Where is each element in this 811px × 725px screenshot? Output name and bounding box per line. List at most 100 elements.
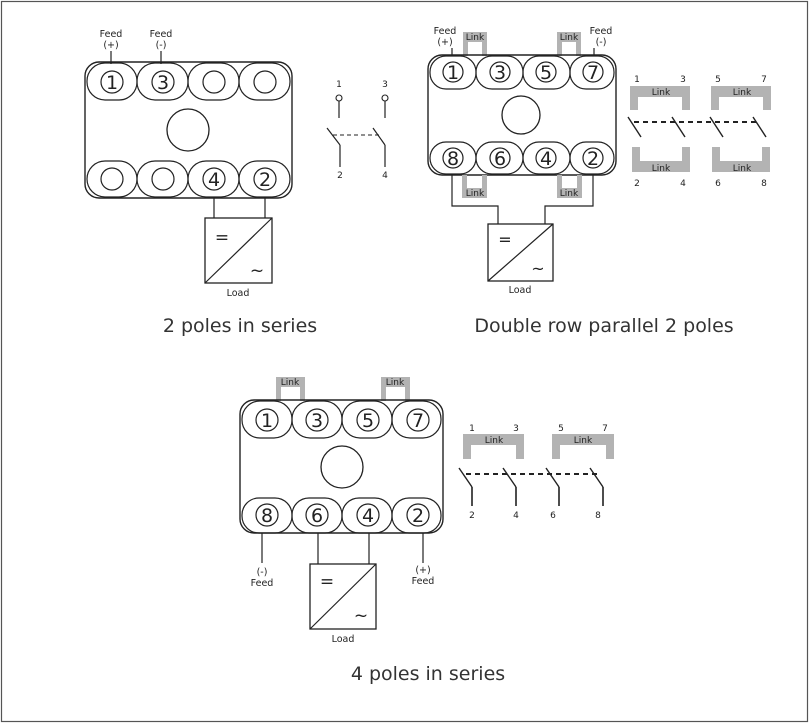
terminal-row-bottom: 8 6 4 2 xyxy=(241,497,442,534)
terminal-label: 4 xyxy=(540,148,552,170)
link-leg xyxy=(276,387,281,401)
feed-plus-label: Feed xyxy=(412,576,435,587)
load-dc-symbol: = xyxy=(320,572,334,592)
switch-schematic-series: 1 3 5 7 Link Link 2 4 6 8 xyxy=(458,424,614,521)
link-label: Link xyxy=(574,436,593,446)
link-leg xyxy=(482,175,487,188)
terminal-label: 2 xyxy=(587,148,599,170)
load-dc-symbol: = xyxy=(215,228,229,248)
link-label: Link xyxy=(466,189,485,199)
terminal-label: 4 xyxy=(208,169,220,191)
switch-blade xyxy=(627,116,642,138)
feed-plus-sign: (+) xyxy=(437,37,452,48)
link-top-right: Link xyxy=(381,377,410,401)
link-bar xyxy=(712,161,770,172)
terminal-slot xyxy=(391,400,442,439)
terminal-label: 1 xyxy=(106,72,118,94)
terminal-empty xyxy=(151,167,175,191)
switch-pin-label: 2 xyxy=(337,171,343,181)
terminal-row-bottom: 4 2 xyxy=(86,160,291,198)
switch-pin-label: 3 xyxy=(513,424,519,434)
switch-pin-label: 6 xyxy=(550,511,556,521)
terminal-slot xyxy=(86,160,138,198)
terminal-1 xyxy=(255,408,279,432)
link-leg xyxy=(682,97,690,110)
link-bar xyxy=(276,377,305,387)
terminal-slot xyxy=(136,160,189,198)
link-leg xyxy=(577,175,582,188)
terminal-label: 3 xyxy=(494,62,506,84)
link-leg xyxy=(300,387,305,401)
terminal-row-top: 1 3 5 7 xyxy=(429,55,615,90)
link-bar xyxy=(711,86,771,97)
switch-blade xyxy=(502,467,517,488)
link-bar xyxy=(381,377,410,387)
link-label: Link xyxy=(560,33,579,43)
switch-pin-label: 2 xyxy=(634,179,640,189)
terminal-label: 6 xyxy=(494,148,506,170)
terminal-7 xyxy=(406,408,430,432)
switch-schematic-parallel: 1 3 5 7 Link Link Link xyxy=(627,75,771,189)
relay-center-hole xyxy=(166,108,210,152)
terminal-label: 2 xyxy=(412,505,424,527)
switch-pin-label: 5 xyxy=(558,424,564,434)
switch-blade xyxy=(752,116,767,138)
feed-plus-sign: (+) xyxy=(415,565,430,576)
switch-pin-label: 1 xyxy=(469,424,475,434)
terminal-slot xyxy=(391,497,442,534)
load-ac-symbol: ~ xyxy=(531,259,544,278)
link-label: Link xyxy=(485,436,504,446)
link-top-left: Link xyxy=(463,32,487,56)
switch-blade xyxy=(326,127,341,146)
terminal-3 xyxy=(305,408,329,432)
relay-center-hole xyxy=(320,445,364,489)
terminal-label: 8 xyxy=(261,505,273,527)
link-bar xyxy=(630,86,690,97)
terminal-2 xyxy=(253,167,277,191)
link-top-right: Link xyxy=(557,32,581,56)
load-wire xyxy=(544,174,594,224)
terminal-7 xyxy=(582,61,604,83)
feed-minus-sign: (-) xyxy=(257,567,268,578)
terminal-label: 1 xyxy=(261,410,273,432)
terminal-label: 7 xyxy=(412,410,424,432)
terminal-empty xyxy=(100,167,124,191)
link-leg xyxy=(712,147,720,161)
switch-pin-label: 3 xyxy=(680,75,686,85)
link-leg xyxy=(463,445,471,459)
link-bar xyxy=(557,188,582,198)
terminal-label: 1 xyxy=(447,62,459,84)
diagram-double-row-parallel: Link Link Feed (+) Feed (-) 1 3 5 xyxy=(427,26,771,337)
switch-blade xyxy=(709,116,724,138)
terminal-label: 2 xyxy=(259,169,271,191)
caption-2-poles-series: 2 poles in series xyxy=(163,315,317,337)
link-leg xyxy=(762,147,770,161)
link-leg xyxy=(576,42,581,56)
terminal-slot xyxy=(238,62,291,101)
link-bar xyxy=(462,188,487,198)
switch-pin-label: 6 xyxy=(715,179,721,189)
terminal-1 xyxy=(100,70,124,94)
switch-pin-label: 4 xyxy=(513,511,519,521)
link-leg xyxy=(606,445,614,459)
load-diagonal xyxy=(309,563,377,630)
link-leg xyxy=(552,445,560,459)
switch-pin-label: 5 xyxy=(715,75,721,85)
switch-pin-label: 1 xyxy=(634,75,640,85)
terminal-label: 7 xyxy=(587,62,599,84)
switch-schematic: 1 3 2 4 xyxy=(326,80,389,181)
terminal-label: 5 xyxy=(540,62,552,84)
terminal-label: 6 xyxy=(311,505,323,527)
load-ac-symbol: ~ xyxy=(250,261,264,281)
link-label: Link xyxy=(652,88,671,98)
link-bar xyxy=(463,32,487,42)
terminal-4 xyxy=(356,503,380,527)
link-leg xyxy=(381,387,386,401)
feed-plus-sign: (+) xyxy=(103,40,118,51)
terminal-1 xyxy=(442,61,464,83)
terminal-5 xyxy=(356,408,380,432)
terminal-label: 3 xyxy=(311,410,323,432)
feed-minus-label: Feed xyxy=(150,29,173,40)
